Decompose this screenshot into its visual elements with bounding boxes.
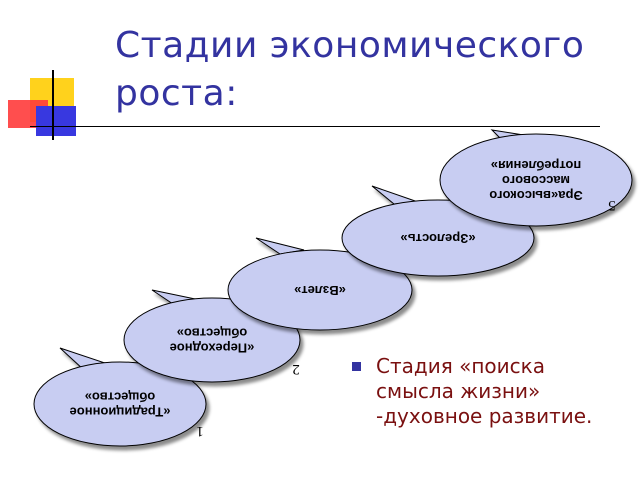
bullet-marker (352, 362, 361, 371)
info-text: Стадия «поиска смысла жизни» -духовное р… (376, 354, 593, 428)
slide-title: Стадии экономического роста: (115, 25, 585, 114)
stage-label: Эра«высокогомассовогопотребления» (489, 158, 582, 203)
stage-label: «Зрелость» (400, 231, 475, 246)
stage-label: «Взлет» (294, 283, 346, 298)
stage-label: «Традиционноеобщество» (70, 390, 171, 420)
stage-label: «Переходноеобщество» (170, 326, 255, 356)
decorative-vertical-line (52, 70, 54, 140)
stage-callout-5: Эра«высокогомассовогопотребления» 5 (439, 129, 633, 227)
stage-number: 5 (608, 197, 616, 213)
title-divider (30, 126, 600, 127)
stage-callout-1: «Традиционноеобщество» 1 (33, 347, 207, 447)
callout-bubble (33, 361, 207, 447)
callout-bubble (439, 133, 633, 227)
stage-callout-3: «Взлет» (227, 237, 413, 331)
stage-number: 1 (196, 423, 204, 439)
decorative-blue-square (36, 106, 76, 136)
callout-bubble (227, 249, 413, 331)
stage-number: 2 (292, 361, 300, 377)
info-block: Стадия «поиска смысла жизни» -духовное р… (352, 354, 622, 429)
